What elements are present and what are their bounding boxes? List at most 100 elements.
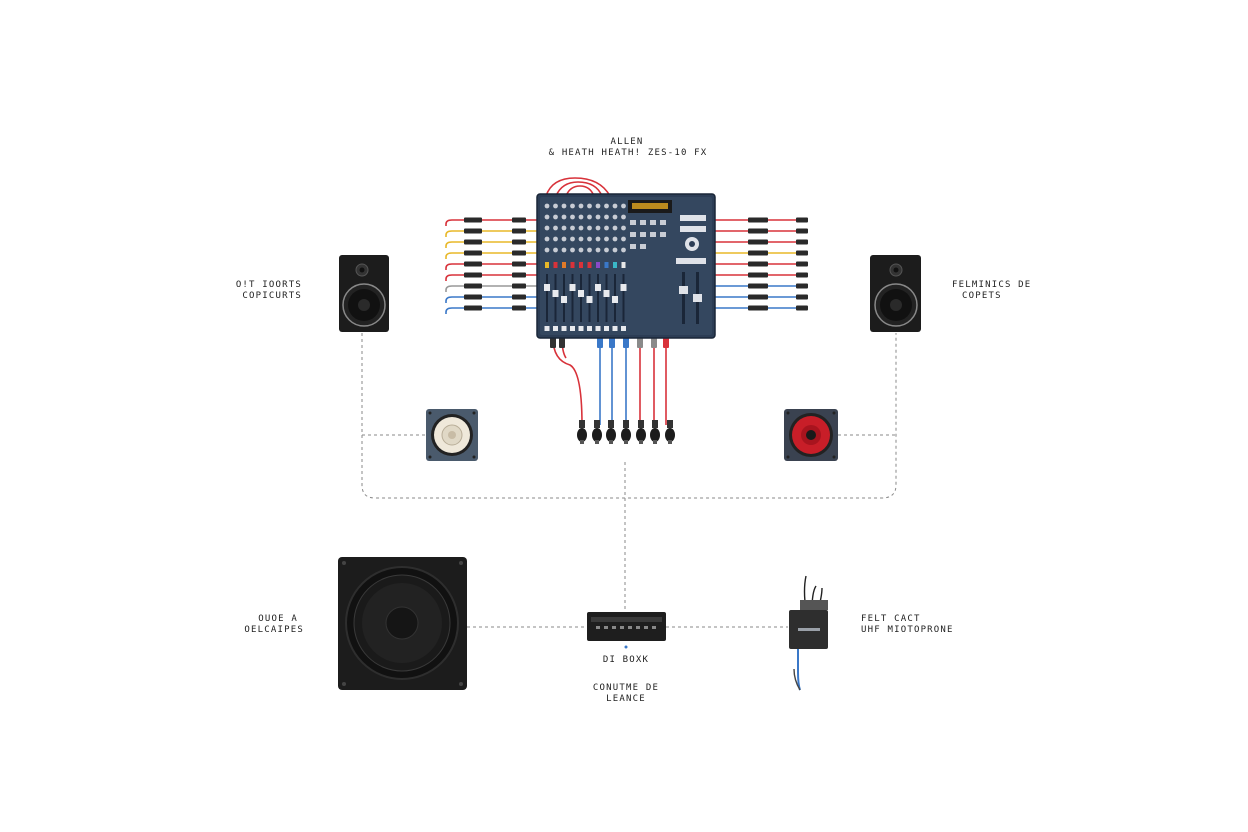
input-cable-loop bbox=[445, 219, 453, 226]
channel-button bbox=[545, 262, 549, 268]
top-insert-cables bbox=[545, 177, 611, 197]
input-cable-loop bbox=[445, 296, 453, 303]
input-cable-loop bbox=[445, 274, 453, 281]
microphone-icon bbox=[636, 420, 646, 444]
channel-knob bbox=[604, 236, 609, 242]
xlr-plug bbox=[796, 283, 808, 289]
xlr-plug bbox=[748, 228, 768, 234]
channel-knob bbox=[621, 203, 626, 209]
channel-knob bbox=[604, 247, 609, 253]
mute-button bbox=[587, 326, 592, 331]
channel-knob bbox=[587, 214, 592, 220]
xlr-plug bbox=[796, 228, 808, 234]
fader-track bbox=[546, 274, 548, 322]
mute-button bbox=[553, 326, 558, 331]
channel-strips bbox=[544, 203, 627, 331]
xlr-plug bbox=[796, 261, 808, 267]
channel-button bbox=[570, 262, 575, 268]
fader-track bbox=[580, 274, 582, 322]
channel-knob bbox=[578, 236, 584, 242]
mute-button bbox=[570, 326, 575, 331]
channel-knob bbox=[561, 225, 567, 231]
channel-knob bbox=[595, 236, 601, 242]
channel-knob bbox=[561, 236, 567, 242]
right-studio-monitor-icon bbox=[870, 255, 921, 332]
fader-cap bbox=[561, 296, 567, 303]
channel-knob bbox=[570, 203, 575, 209]
channel-knob bbox=[553, 214, 558, 220]
channel-knob bbox=[595, 203, 601, 209]
xlr-plug bbox=[748, 283, 768, 289]
mixer-title-line2: & HEATH HEATH! ZES-10 FX bbox=[548, 148, 708, 158]
channel-knob bbox=[621, 225, 626, 231]
bottom-center-label-line1: CONUTME DE bbox=[592, 683, 660, 693]
mute-button bbox=[578, 326, 584, 331]
xlr-plug bbox=[464, 228, 482, 234]
channel-knob bbox=[595, 225, 601, 231]
xlr-plug bbox=[512, 305, 526, 311]
subwoofer-icon bbox=[338, 557, 467, 690]
xlr-plug bbox=[748, 261, 768, 267]
channel-knob bbox=[544, 236, 550, 242]
channel-knob bbox=[587, 203, 592, 209]
xlr-plug bbox=[464, 294, 482, 300]
xlr-plug bbox=[796, 305, 808, 311]
channel-knob bbox=[544, 247, 550, 253]
fader-cap bbox=[586, 296, 593, 303]
fader-cap bbox=[578, 290, 584, 297]
xlr-plug bbox=[464, 272, 482, 278]
channel-knob bbox=[604, 225, 609, 231]
subwoofer-label-line2: OELCAIPES bbox=[244, 625, 304, 635]
channel-knob bbox=[561, 203, 567, 209]
xlr-plug bbox=[464, 261, 482, 267]
channel-knob bbox=[578, 214, 584, 220]
channel-knob bbox=[570, 236, 575, 242]
mixing-console-icon[interactable] bbox=[536, 193, 716, 339]
xlr-plug bbox=[796, 239, 808, 245]
xlr-plug bbox=[748, 272, 768, 278]
left-monitor-label-line2: COPICURTS bbox=[242, 291, 302, 301]
channel-knob bbox=[553, 225, 558, 231]
fader-track bbox=[622, 274, 625, 322]
channel-knob bbox=[621, 214, 626, 220]
channel-knob bbox=[578, 247, 584, 253]
right-speaker-driver-icon bbox=[784, 409, 838, 461]
channel-knob bbox=[595, 214, 601, 220]
input-cable-loop bbox=[445, 230, 453, 237]
mute-button bbox=[604, 326, 609, 331]
xlr-plug bbox=[464, 283, 482, 289]
fader-track bbox=[554, 274, 557, 322]
channel-knob bbox=[604, 203, 609, 209]
master-section bbox=[630, 215, 706, 264]
right-monitor-label-line2: COPETS bbox=[962, 291, 1002, 301]
channel-knob bbox=[544, 225, 550, 231]
channel-knob bbox=[553, 247, 558, 253]
xlr-plug bbox=[796, 217, 808, 223]
channel-button bbox=[553, 262, 558, 268]
input-cable-loop bbox=[445, 263, 453, 270]
channel-knob bbox=[621, 236, 626, 242]
xlr-plug bbox=[748, 239, 768, 245]
xlr-plug bbox=[512, 283, 526, 289]
fader-cap bbox=[544, 284, 550, 291]
channel-button bbox=[579, 262, 583, 268]
channel-knob bbox=[544, 214, 550, 220]
microphone-icon bbox=[621, 420, 631, 444]
bottom-mic-cables bbox=[552, 337, 667, 426]
xlr-plug bbox=[796, 294, 808, 300]
channel-button bbox=[621, 262, 626, 268]
microphone-row bbox=[577, 420, 675, 444]
bottom-center-label-line2: LEANCE bbox=[606, 694, 646, 704]
xlr-plug bbox=[796, 250, 808, 256]
channel-knob bbox=[612, 247, 618, 253]
mute-button bbox=[595, 326, 601, 331]
fader-track bbox=[605, 274, 608, 322]
channel-knob bbox=[561, 214, 567, 220]
xlr-plug bbox=[748, 217, 768, 223]
fader-cap bbox=[612, 296, 618, 303]
xlr-plug bbox=[512, 272, 526, 278]
xlr-plug bbox=[464, 250, 482, 256]
microphone-icon bbox=[592, 420, 602, 444]
channel-knob bbox=[587, 225, 592, 231]
xlr-plug bbox=[464, 217, 482, 223]
